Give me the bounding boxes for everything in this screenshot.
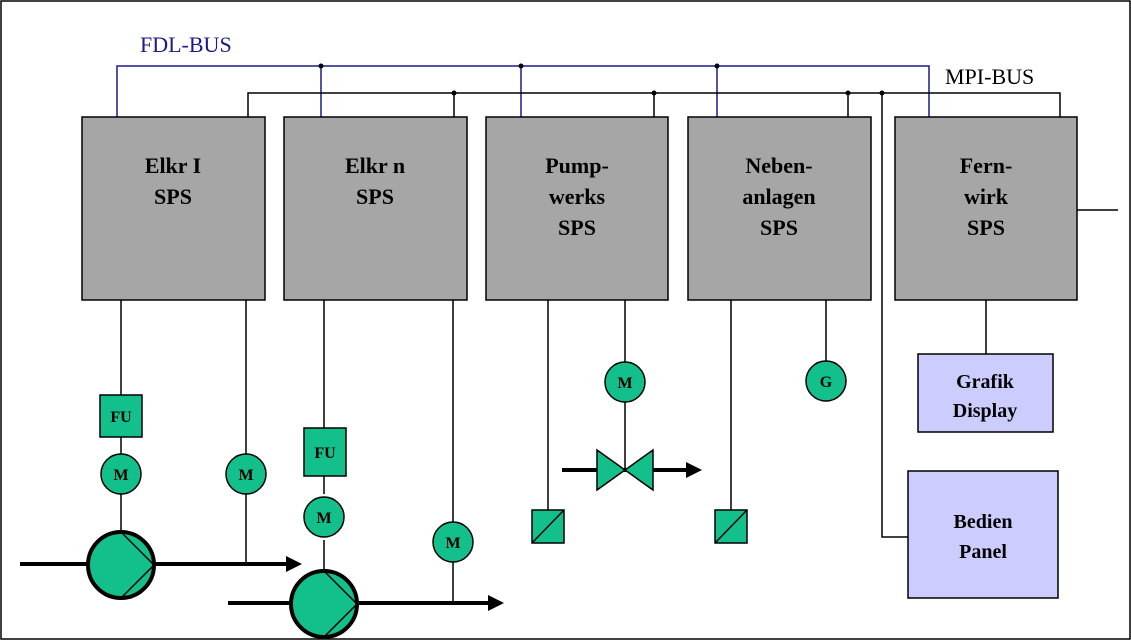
plc-label-line3: SPS: [760, 215, 798, 240]
motor-label: M: [316, 510, 331, 527]
sensor-icon: [714, 509, 748, 544]
plc-label-line1: Pump-: [545, 153, 609, 178]
pump-icon: [86, 530, 156, 600]
pipe-flow-2: [228, 595, 504, 611]
motor-icon: M: [100, 453, 142, 495]
motor-label: M: [445, 535, 460, 552]
bedien-panel-line1: Bedien: [954, 511, 1013, 533]
fdl-bus-label: FDL-BUS: [140, 32, 232, 57]
bedien-panel: Bedien Panel: [907, 470, 1059, 599]
plc-elkr-n: Elkr n SPS: [283, 116, 468, 301]
plc-label-line2: werks: [549, 184, 606, 209]
pump-icon: [289, 569, 359, 639]
field-wiring: [120, 300, 987, 603]
plc-label-line2: wirk: [964, 184, 1009, 209]
frequency-converter-box: FU: [303, 427, 347, 477]
plc-label-line1: Elkr n: [345, 153, 405, 178]
frequency-converter-box: FU: [99, 394, 143, 438]
grafik-display-panel: Grafik Display: [917, 353, 1054, 433]
fu-label: FU: [314, 445, 336, 462]
plc-elkr-1: Elkr I SPS: [81, 116, 266, 301]
fdl-bus-junctions: [318, 63, 720, 69]
mpi-bus-label: MPI-BUS: [945, 64, 1034, 89]
grafik-display-line1: Grafik: [956, 371, 1015, 393]
fu-label: FU: [110, 409, 132, 426]
plc-label-line1: Elkr I: [145, 153, 201, 178]
plc-label-line3: SPS: [967, 215, 1005, 240]
motor-icon: M: [432, 521, 474, 563]
generator-icon: G: [805, 360, 847, 402]
bedien-panel-line2: Panel: [959, 541, 1007, 563]
plc-label-line1: Neben-: [745, 153, 812, 178]
motor-icon: M: [604, 361, 646, 403]
plc-fernwirk: Fern- wirk SPS: [894, 116, 1078, 301]
motor-label: M: [617, 375, 632, 392]
valve-icon: [596, 448, 654, 492]
plc-label-line2: SPS: [154, 184, 192, 209]
mpi-bus-junctions: [451, 90, 885, 96]
plc-label-line2: anlagen: [742, 184, 815, 209]
plc-label-line2: SPS: [356, 184, 394, 209]
plc-label-line1: Fern-: [960, 153, 1013, 178]
motor-label: M: [113, 467, 128, 484]
motor-icon: M: [303, 496, 345, 538]
sensor-icon: [531, 509, 565, 544]
plc-nebenanlagen: Neben- anlagen SPS: [687, 116, 872, 301]
plc-pumpwerks: Pump- werks SPS: [485, 116, 669, 301]
plc-label-line3: SPS: [558, 215, 596, 240]
grafik-display-line2: Display: [953, 400, 1017, 422]
motor-icon: M: [225, 453, 267, 495]
generator-label: G: [820, 374, 833, 391]
motor-label: M: [238, 467, 253, 484]
